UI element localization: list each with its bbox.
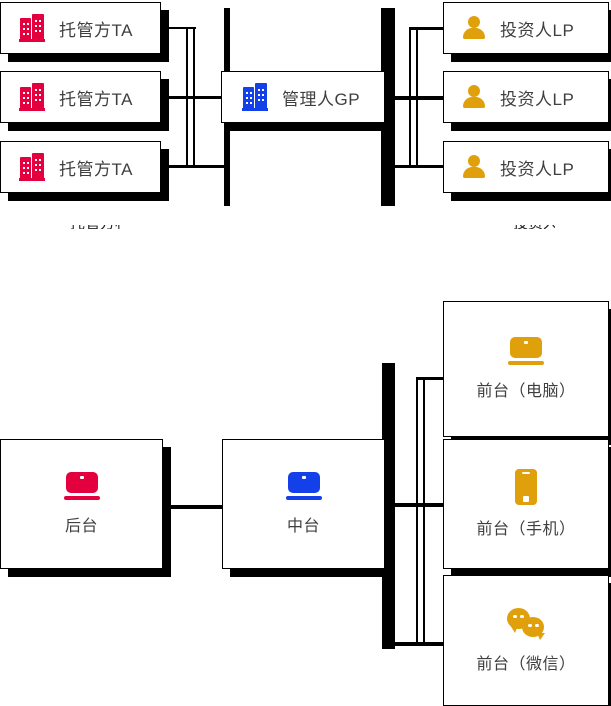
connector-lower-rail-inner (416, 378, 418, 644)
node-label: 托管方TA (59, 89, 133, 109)
laptop-icon (508, 337, 544, 367)
building-icon (242, 83, 268, 111)
connector-right-bus (381, 8, 395, 206)
node-label: 中台 (286, 518, 320, 535)
connector-lower-rail-outer (423, 378, 425, 644)
node-label: 投资人LP (500, 89, 575, 109)
person-icon (462, 154, 486, 180)
node-frontend-mobile[interactable]: 前台（手机） (443, 439, 609, 569)
node-frontend-pc[interactable]: 前台（电脑） (443, 301, 609, 437)
caption-left-text: 托管方机构 (70, 225, 120, 229)
node-label: 托管方TA (59, 159, 133, 179)
connector-left-branch-3 (168, 165, 196, 168)
node-frontend-wechat[interactable]: 前台（微信） (443, 575, 609, 706)
node-label: 前台（手机） (476, 521, 576, 538)
node-manager-gp[interactable]: 管理人GP (221, 71, 385, 123)
node-label: 管理人GP (282, 89, 361, 109)
connector-lower-bus (382, 363, 395, 649)
building-icon (19, 14, 45, 42)
node-label: 投资人LP (500, 159, 575, 179)
node-backend[interactable]: 后台 (0, 439, 163, 569)
connector-backend-to-middle (168, 505, 226, 509)
person-icon (462, 84, 486, 110)
connector-right-branch-3 (395, 165, 446, 168)
building-icon (19, 83, 45, 111)
connector-left-branch-1 (168, 27, 196, 29)
caption-left-clipped: 托管方机构 (70, 225, 120, 229)
node-custodian-2[interactable]: 托管方TA (0, 71, 161, 123)
laptop-icon (285, 472, 322, 502)
node-middle[interactable]: 中台 (222, 439, 385, 569)
connector-right-branch-2 (381, 96, 446, 100)
node-label: 前台（电脑） (476, 383, 576, 400)
node-investor-3[interactable]: 投资人LP (443, 141, 609, 193)
connector-lower-branch-wechat (395, 642, 446, 646)
wechat-icon (507, 607, 545, 640)
building-icon (19, 153, 45, 181)
caption-right-clipped: 投资人 (513, 225, 555, 229)
node-label: 后台 (64, 518, 98, 535)
person-icon (462, 15, 486, 41)
phone-icon (515, 469, 537, 505)
connector-right-branch-1 (409, 27, 446, 30)
node-custodian-1[interactable]: 托管方TA (0, 2, 161, 54)
node-label: 托管方TA (59, 20, 133, 40)
connector-lower-branch-pc (416, 377, 446, 380)
node-investor-2[interactable]: 投资人LP (443, 71, 609, 123)
node-label: 投资人LP (500, 20, 575, 40)
node-label: 前台（微信） (476, 655, 576, 673)
node-custodian-3[interactable]: 托管方TA (0, 141, 161, 193)
node-investor-1[interactable]: 投资人LP (443, 2, 609, 54)
caption-right-text: 投资人 (513, 225, 555, 229)
connector-left-branch-2 (168, 96, 230, 99)
connector-left-bus-foot (186, 165, 230, 168)
laptop-icon (63, 472, 100, 502)
connector-lower-branch-mobile (382, 503, 446, 507)
